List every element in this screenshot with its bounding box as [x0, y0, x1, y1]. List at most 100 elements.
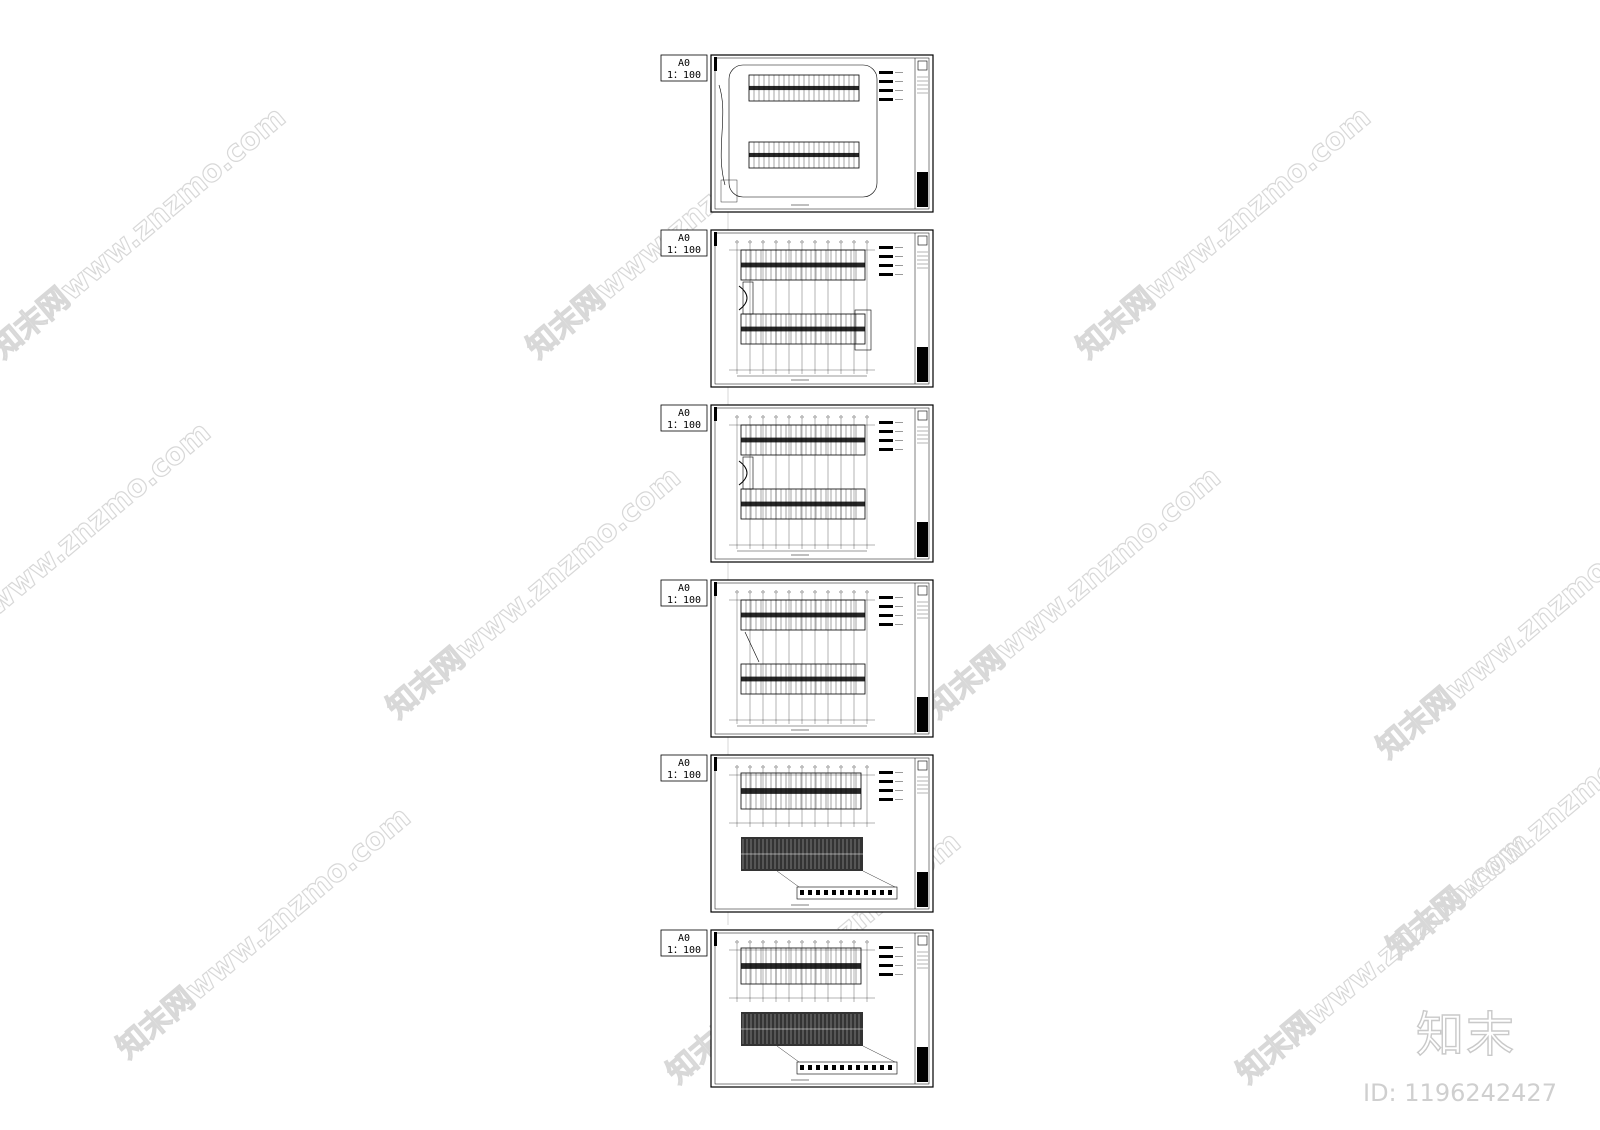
grid-axis-bubble [787, 240, 791, 244]
annex-block [854, 309, 872, 351]
corridor-band [741, 437, 865, 443]
elevation-window [832, 890, 836, 895]
grid-axis-bubble [800, 940, 804, 944]
scale-label: 1：100 [667, 420, 701, 431]
legend-swatch [879, 98, 893, 101]
elevation-window [880, 1065, 884, 1070]
paper-size-label: A0 [678, 58, 690, 69]
label-box [660, 229, 708, 257]
scale-label: 1：100 [667, 245, 701, 256]
elevation-window [808, 1065, 812, 1070]
grid-axis-bubble [826, 590, 830, 594]
grid-axis-bubble [787, 940, 791, 944]
projection-line [862, 870, 896, 888]
site-road [718, 84, 726, 186]
building-wing [740, 663, 866, 695]
grid-axis-bubble [839, 940, 843, 944]
legend-swatch [879, 955, 893, 958]
legend-swatch [879, 421, 893, 424]
elevation-window [864, 1065, 868, 1070]
stair-core [742, 456, 754, 490]
grid-axis-bubble [800, 415, 804, 419]
watermark-text: 知末网www.znzmo.com [380, 460, 687, 726]
elevation-window [800, 890, 804, 895]
title-block [917, 1047, 928, 1082]
sheet-frame [710, 579, 934, 738]
sheet-label: A01：100 [660, 754, 708, 782]
legend-swatch [879, 439, 893, 442]
grid-axis-bubble [774, 940, 778, 944]
elevation-window [816, 890, 820, 895]
title-block [917, 172, 928, 207]
projection-line [776, 870, 800, 888]
sheet-corner-mark [714, 407, 717, 421]
grid-axis-bubble [865, 940, 869, 944]
grid-axis-bubble [774, 240, 778, 244]
watermark-text: 知末网www.znzmo.com [1370, 500, 1600, 766]
grid-axis-bubble [839, 415, 843, 419]
logo-box [917, 410, 928, 421]
grid-axis-bubble [826, 415, 830, 419]
elevation-window [824, 890, 828, 895]
grid-axis-bubble [852, 415, 856, 419]
elevation-window [856, 1065, 860, 1070]
grid-axis-bubble [800, 240, 804, 244]
sheet-border [714, 232, 930, 385]
label-box [660, 579, 708, 607]
paper-size-label: A0 [678, 233, 690, 244]
building-wing [740, 249, 866, 281]
grid-axis-bubble [865, 415, 869, 419]
elevation-strip [796, 1061, 898, 1075]
grid-axis-bubble [761, 940, 765, 944]
legend-swatch [879, 80, 893, 83]
sheet-frame [710, 404, 934, 563]
paper-size-label: A0 [678, 758, 690, 769]
grid-axis-bubble [839, 765, 843, 769]
elevation-window [864, 890, 868, 895]
corridor-band [741, 612, 865, 618]
drawing-sheet: A01：100 [660, 929, 934, 1088]
elevation-window [880, 890, 884, 895]
elevation-window [824, 1065, 828, 1070]
corridor-band [741, 676, 865, 682]
grid-axis-bubble [852, 240, 856, 244]
elevation-window [872, 890, 876, 895]
grid-axis-bubble [735, 590, 739, 594]
elevation-window [840, 890, 844, 895]
sheet-frame [710, 754, 934, 913]
grid-axis-bubble [813, 940, 817, 944]
site-boundary [728, 64, 878, 198]
elevation-window [816, 1065, 820, 1070]
sheet-corner-mark [714, 232, 717, 246]
sheet-label: A01：100 [660, 229, 708, 257]
projection-line [862, 1045, 896, 1063]
grid-axis-bubble [735, 240, 739, 244]
grid-axis-bubble [865, 240, 869, 244]
elevation-window [888, 1065, 892, 1070]
grid-axis-bubble [761, 765, 765, 769]
sheet-label: A01：100 [660, 579, 708, 607]
paper-size-label: A0 [678, 583, 690, 594]
paper-size-label: A0 [678, 408, 690, 419]
building-wing [748, 141, 860, 169]
elevation-window [832, 1065, 836, 1070]
drawing-sheet: A01：100 [660, 579, 934, 738]
legend-swatch [879, 771, 893, 774]
paper-size-label: A0 [678, 933, 690, 944]
watermark-text: 知末网www.znzmo.com [1070, 100, 1377, 366]
legend-swatch [879, 273, 893, 276]
elevation-window [848, 1065, 852, 1070]
elevation-window [848, 890, 852, 895]
grid-axis-bubble [748, 240, 752, 244]
label-box [660, 929, 708, 957]
grid-axis-bubble [826, 240, 830, 244]
grid-axis-bubble [761, 240, 765, 244]
legend-swatch [879, 71, 893, 74]
legend-swatch [879, 448, 893, 451]
grid-axis-bubble [852, 590, 856, 594]
grid-axis-bubble [800, 765, 804, 769]
building-wing [740, 947, 862, 985]
lobby-curve [738, 285, 748, 311]
grid-axis-bubble [774, 415, 778, 419]
